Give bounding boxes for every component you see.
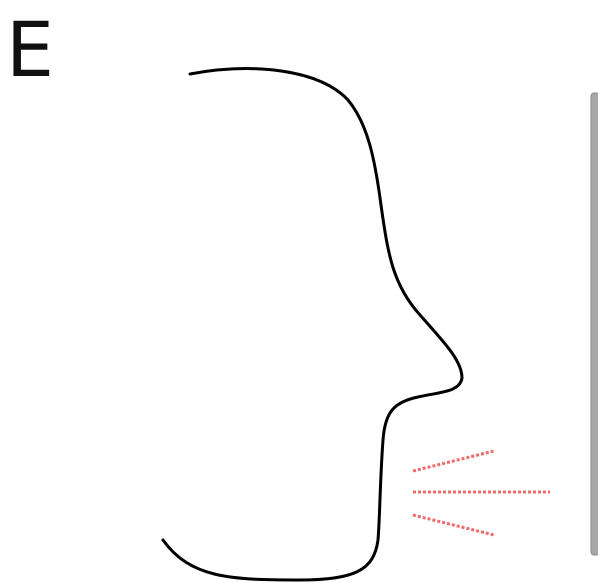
sound-wave-upper [413,451,494,471]
wall-barrier-icon [591,93,598,555]
sound-wave-lower [413,515,494,535]
head-profile-icon [163,69,462,580]
sound-waves-icon [413,451,550,535]
